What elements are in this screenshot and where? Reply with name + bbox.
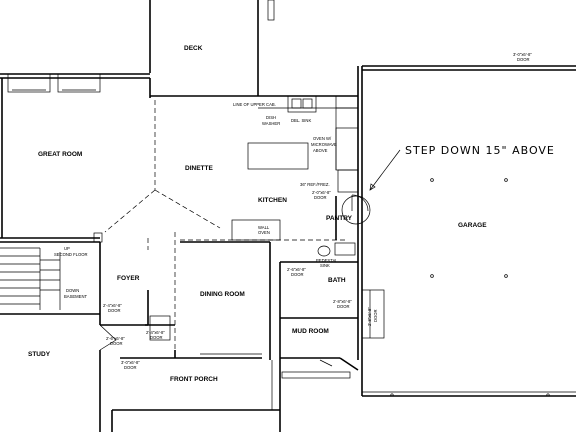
note-porch-door-1: 3'-0"x6'-8" [121,360,140,365]
left-wall [0,78,103,243]
note-bath-door-1: 2'-6"x6'-8" [287,267,306,272]
note-porch-door-2: DOOR [124,365,137,370]
note-pedestal-2: SINK [320,263,330,268]
room-label-dinette: DINETTE [185,165,213,172]
room-label-bath: BATH [328,277,346,284]
note-upper-cab: LINE OF UPPER CAB. [233,102,276,107]
deck-structure [149,0,275,73]
note-mud-door-2: DOOR [337,304,350,309]
note-oven-3: ABOVE [313,148,328,153]
note-dish-1: DISH [266,115,276,120]
note-down-2: BASEMENT [64,294,87,299]
note-study-door-1: 2'-6"x6'-8" [106,336,125,341]
open-plan-lines [104,100,345,350]
note-garage-side-door-2: DOOR [373,309,378,322]
note-foyer-door-2: DOOR [108,308,121,313]
step-down-callout: STEP DOWN 15" ABOVE [369,144,555,191]
room-label-mud-room: MUD ROOM [292,328,329,335]
room-label-garage: GARAGE [458,222,487,229]
note-wall-oven-1: WALL [258,225,270,230]
room-label-front-porch: FRONT PORCH [170,376,218,383]
note-down-1: DOWN [66,288,79,293]
note-closet-door-1: 2'-4"x6'-8" [146,330,165,335]
room-label-study: STUDY [28,351,51,358]
room-label-kitchen: KITCHEN [258,197,287,204]
room-label-great-room: GREAT ROOM [38,151,82,158]
note-bath-door-2: DOOR [291,272,304,277]
note-ref: 36" REF./FREZ. [300,182,330,187]
note-wall-oven-2: OVEN [258,230,270,235]
callout-step-down: STEP DOWN 15" ABOVE [405,144,555,157]
note-study-door-2: DOOR [110,341,123,346]
note-garage-top-door-2: DOOR [517,57,530,62]
note-garage-side-door-1: 2'-8"x6'-8" [367,307,372,326]
stairs [0,247,100,315]
note-closet-door-2: DOOR [150,335,163,340]
note-garage-top-door-1: 3'-0"x6'-8" [513,52,532,57]
room-label-foyer: FOYER [117,275,140,282]
note-up-2: SECOND FLOOR [54,252,88,257]
room-label-deck: DECK [184,45,203,52]
room-label-pantry: PANTRY [326,215,353,222]
inner-walls [180,66,371,360]
rear-wall [0,73,358,98]
note-pantry-door-2: DOOR [314,195,327,200]
callout-arrow-icon [369,183,376,191]
note-pedestal-1: PEDESTAL [316,258,338,263]
note-foyer-door-1: 2'-4"x6'-8" [103,303,122,308]
garage-structure [361,65,576,397]
room-label-dining-room: DINING ROOM [200,291,245,298]
kitchen-cabinets [231,95,359,241]
note-pantry-door-1: 2'-0"x6'-8" [312,190,331,195]
note-dbl-sink: DBL. SINK [291,118,311,123]
callout-leader-line [369,149,401,191]
front-walls [99,242,359,432]
note-dish-2: WASHER [262,121,280,126]
note-oven-2: MICROWAVE [311,142,337,147]
note-mud-door-1: 2'-8"x6'-8" [333,299,352,304]
note-oven-1: OVEN W/ [313,136,332,141]
note-up-1: UP [64,246,70,251]
